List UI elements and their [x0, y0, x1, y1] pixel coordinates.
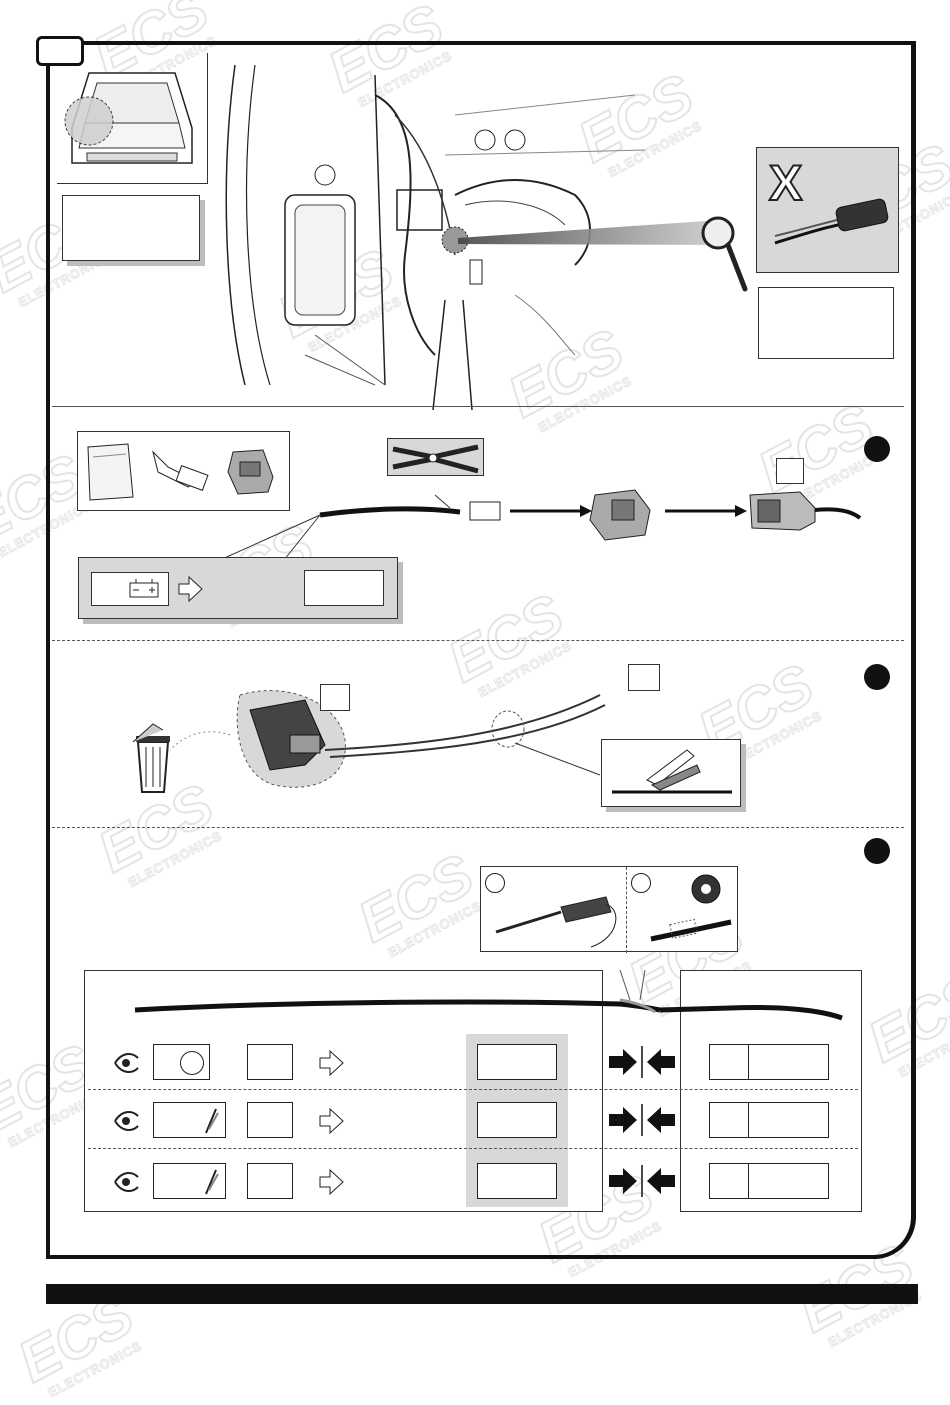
battery-target-box [304, 570, 384, 606]
section-separator-1 [52, 640, 904, 641]
battery-icon [129, 579, 159, 598]
wire-code-box [247, 1163, 293, 1199]
wire-color-swatch [153, 1044, 210, 1080]
trash-bin-icon [132, 723, 170, 793]
function-box [477, 1044, 557, 1080]
magnifier-icon [701, 216, 748, 292]
battery-instruction-panel [78, 557, 398, 619]
parts-kit-drawing [87, 443, 274, 501]
page-tab [36, 36, 84, 66]
vehicle-wire-box [709, 1044, 829, 1080]
watermark-brand: ECS [937, 711, 950, 826]
joining-methods-box [480, 866, 738, 953]
crimp-tool-box [387, 438, 484, 476]
wire-cutter-icon [612, 749, 732, 794]
car-overview-thumbnail [57, 53, 208, 184]
function-box [477, 1102, 557, 1138]
wrong-mark: X [768, 154, 803, 212]
connector-label-step2 [320, 684, 350, 711]
vehicle-wire-box [709, 1102, 829, 1138]
wire-label-step2 [628, 664, 660, 691]
eye-icon [112, 1169, 140, 1195]
wire-color-swatch [153, 1102, 226, 1138]
outline-arrow-icon [318, 1167, 346, 1197]
eye-icon [112, 1108, 140, 1134]
method-divider [626, 867, 627, 953]
wiring-cable [134, 969, 843, 1021]
insulating-tape-icon [650, 874, 732, 942]
eye-icon [112, 1050, 140, 1076]
step-2-drawing [169, 690, 606, 788]
label-box-detail [758, 287, 894, 359]
vehicle-wire-box [709, 1163, 829, 1199]
join-arrows-icon [607, 1165, 677, 1197]
method-b-marker [631, 873, 651, 893]
table-row-separator-2 [88, 1148, 858, 1149]
join-arrows-icon [607, 1046, 677, 1078]
parts-kit-box [77, 431, 290, 511]
step-3-marker [864, 838, 890, 864]
section-separator-top [52, 406, 904, 407]
page-frame [46, 41, 916, 1259]
step-1-marker [864, 436, 890, 462]
step-1-wire-sequence [219, 489, 862, 566]
wire-code-box [247, 1044, 293, 1080]
soldering-iron-icon [495, 896, 617, 948]
car-trunk-drawing [64, 72, 193, 164]
vehicle-interior-drawing [225, 64, 646, 386]
crimping-pliers-icon [392, 444, 479, 474]
footer-bar [46, 1284, 918, 1304]
wire-code-box [247, 1102, 293, 1138]
outline-arrow-icon [318, 1048, 346, 1078]
joining-methods-drawing [495, 874, 732, 948]
label-box-vehicle [62, 195, 200, 261]
wrong-connector-detail: X [756, 147, 899, 273]
section-separator-2 [52, 827, 904, 828]
join-arrows-icon [607, 1104, 677, 1136]
battery-box [91, 572, 169, 606]
outline-arrow-icon [318, 1106, 346, 1136]
zoom-beam [432, 220, 720, 411]
outline-arrow-icon [178, 575, 203, 603]
method-a-marker [485, 873, 505, 893]
function-box [477, 1163, 557, 1199]
wire-color-swatch [153, 1163, 226, 1199]
step-2-marker [864, 664, 890, 690]
connector-plug-drawing [774, 198, 889, 245]
connector-label-small [776, 458, 804, 484]
table-row-separator-1 [88, 1089, 858, 1090]
wire-cut-detail [601, 739, 741, 807]
